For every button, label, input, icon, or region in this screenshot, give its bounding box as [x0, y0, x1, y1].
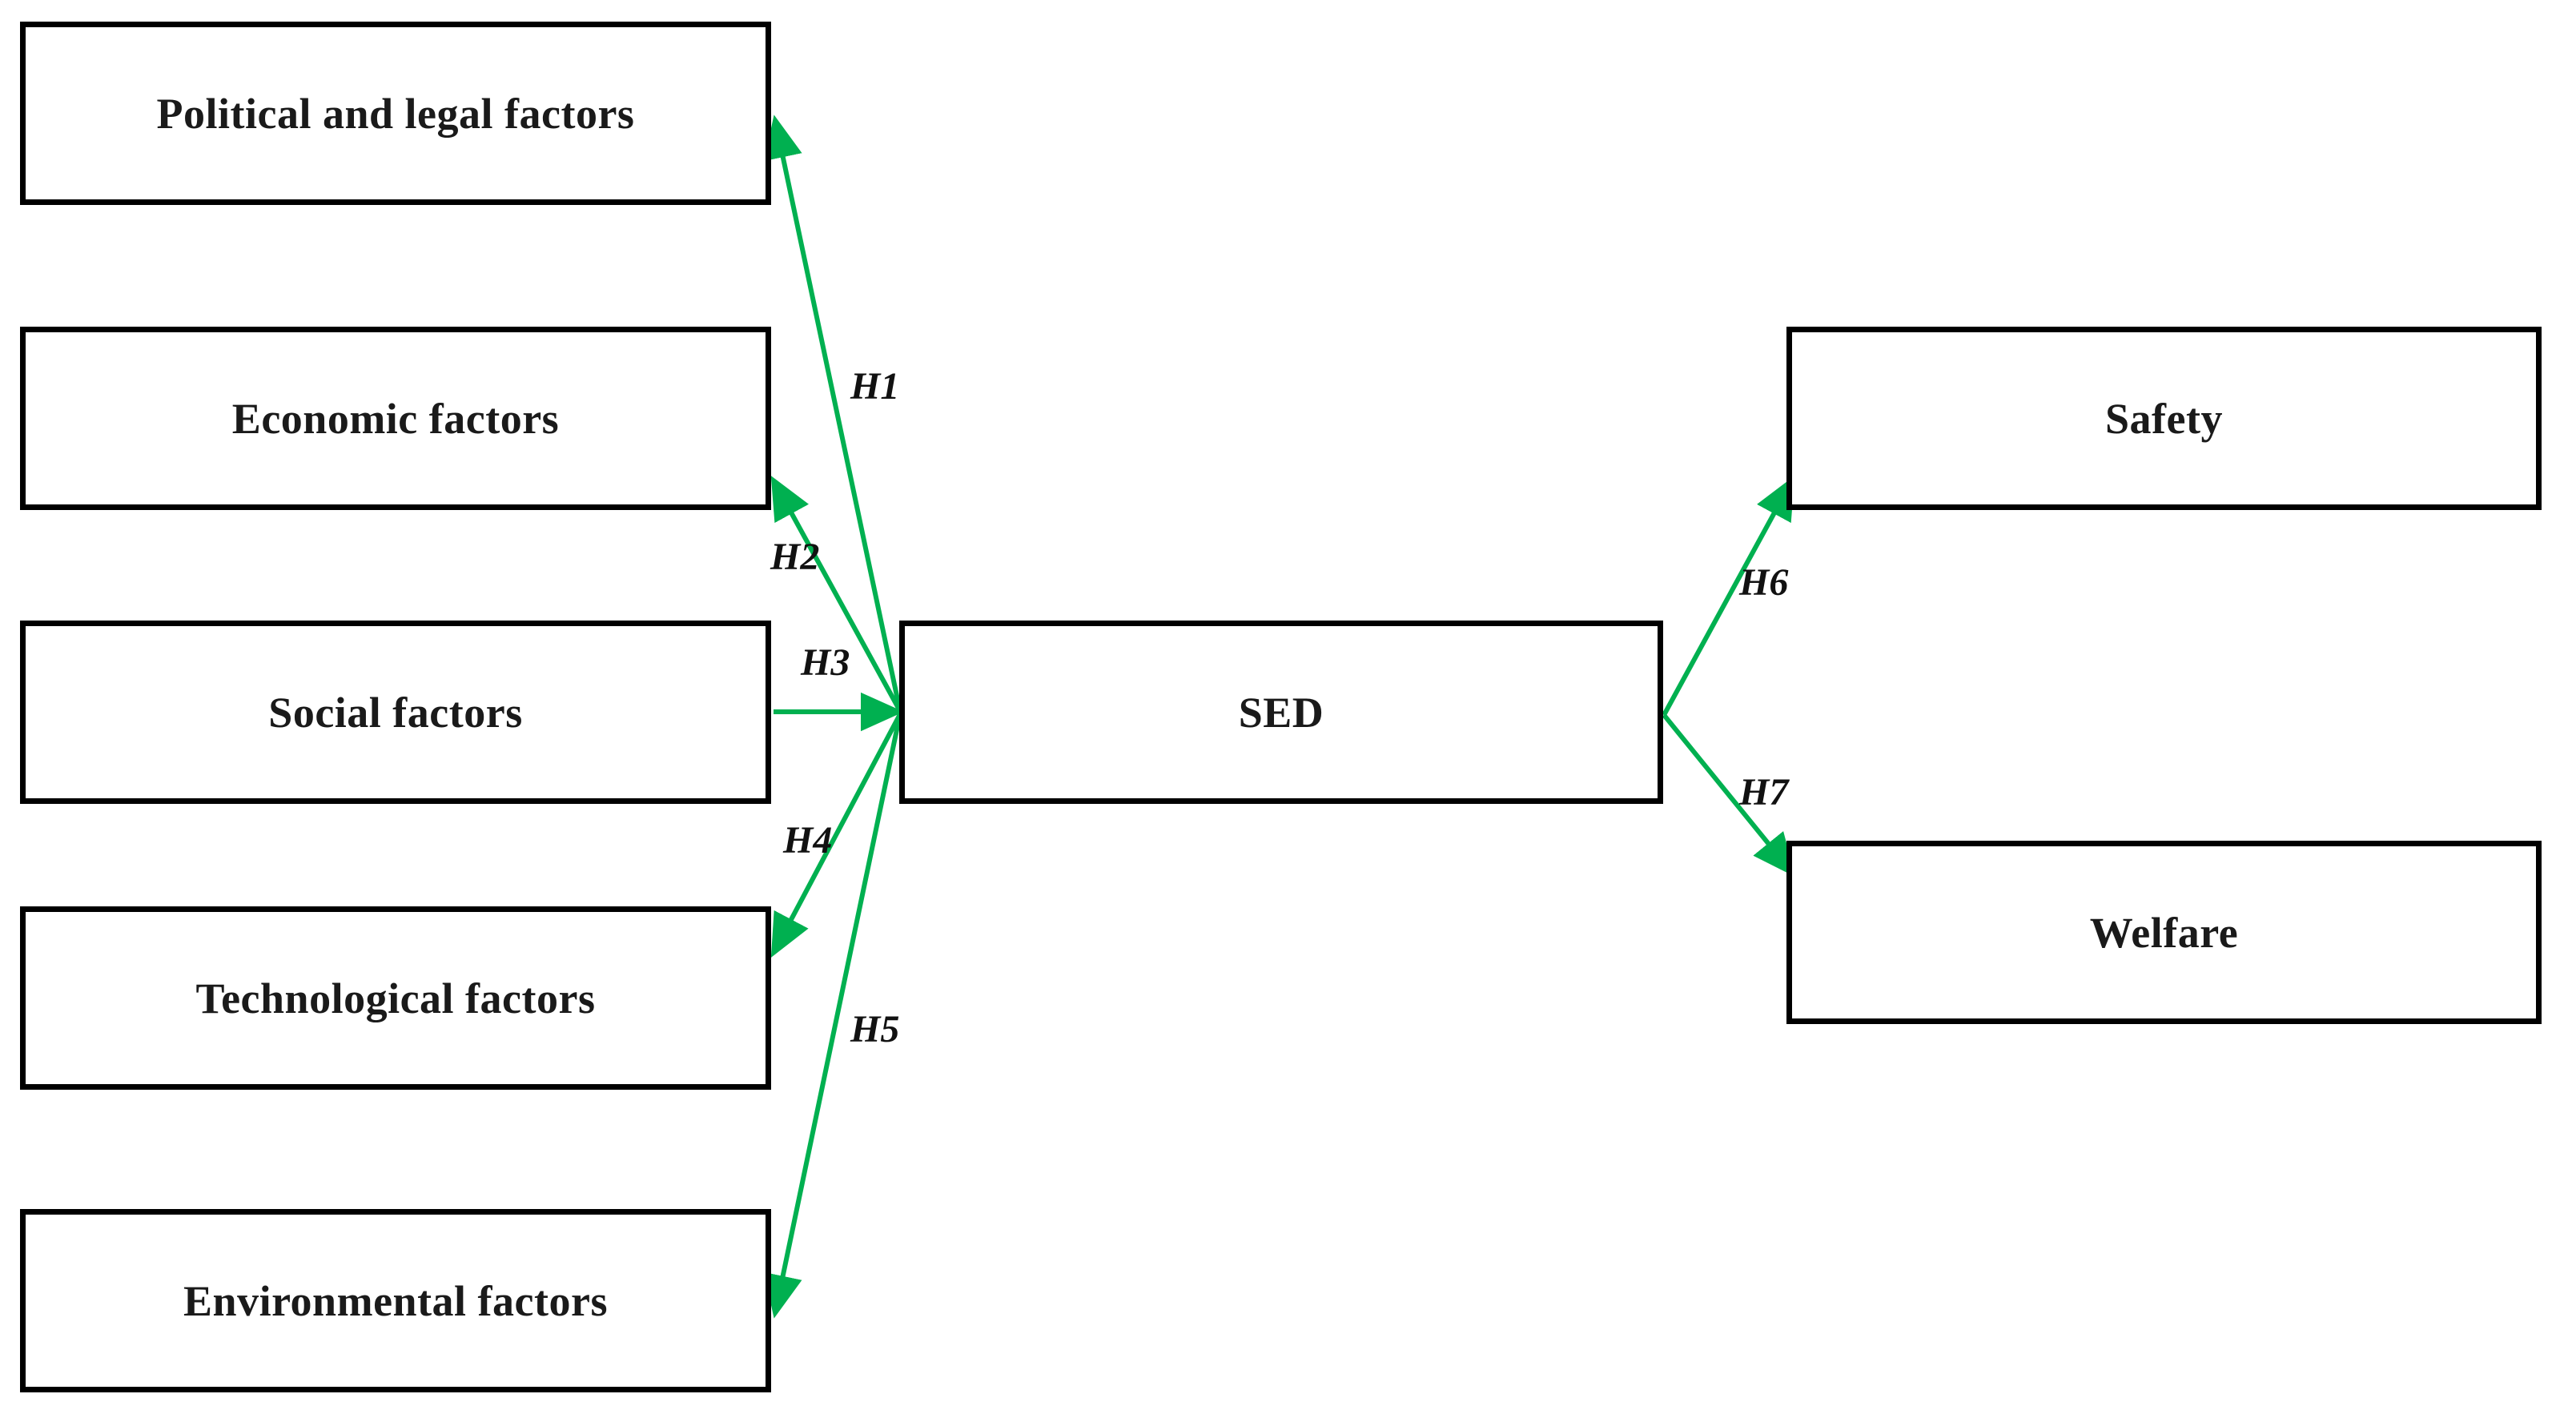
node-label: Economic factors [231, 394, 560, 443]
node-label: SED [1238, 688, 1324, 737]
edge-label-h7: H7 [1739, 771, 1789, 813]
edge-label-h3: H3 [801, 641, 850, 684]
connector-h5 [763, 713, 902, 1319]
node-political-and-legal-factors[interactable]: Political and legal factors [20, 22, 771, 205]
edge-label-h1: H1 [850, 365, 900, 408]
edge-label-h2: H2 [770, 536, 820, 578]
node-sed[interactable]: SED [899, 621, 1663, 804]
node-environmental-factors[interactable]: Environmental factors [20, 1209, 771, 1392]
connector-h6 [1662, 476, 1795, 717]
node-label: Safety [2105, 394, 2223, 443]
node-welfare[interactable]: Welfare [1786, 841, 2542, 1024]
node-social-factors[interactable]: Social factors [20, 621, 771, 804]
connector-h4 [770, 713, 902, 958]
connector-h2 [770, 476, 902, 713]
edge-label-h6: H6 [1739, 561, 1789, 604]
connector-h7 [1662, 713, 1796, 878]
node-label: Political and legal factors [156, 89, 635, 138]
node-label: Environmental factors [183, 1276, 608, 1325]
edge-label-h4: H4 [783, 819, 833, 862]
node-label: Welfare [2089, 908, 2239, 957]
node-economic-factors[interactable]: Economic factors [20, 327, 771, 510]
node-safety[interactable]: Safety [1786, 327, 2542, 510]
edge-label-h5: H5 [850, 1008, 900, 1050]
node-label: Social factors [268, 688, 523, 737]
connector-h1 [763, 114, 902, 712]
node-technological-factors[interactable]: Technological factors [20, 906, 771, 1090]
node-label: Technological factors [195, 974, 596, 1022]
